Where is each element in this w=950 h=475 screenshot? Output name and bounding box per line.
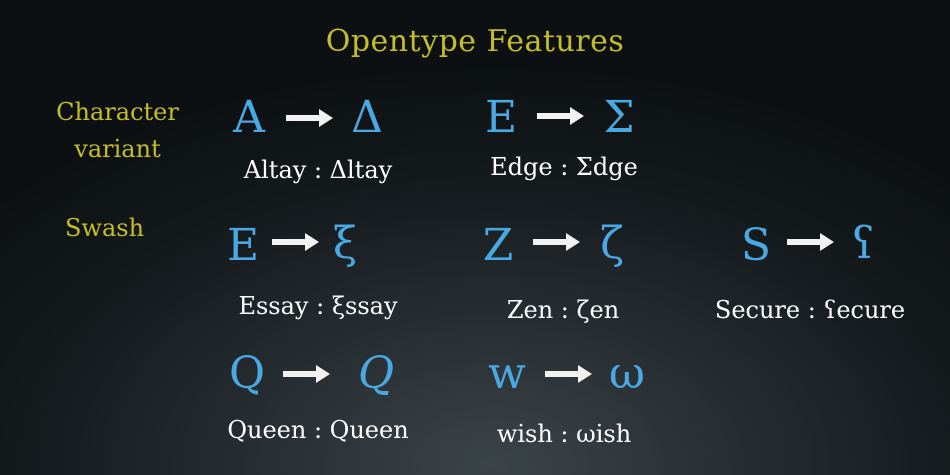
section-label-character-variant: Character variant: [56, 98, 179, 163]
section-label-swash: Swash: [64, 214, 145, 242]
source-glyph-S: S: [740, 220, 772, 271]
source-glyph-E: E: [484, 92, 518, 143]
arrow-icon: [283, 364, 331, 388]
example-essay: Essay : ξssay: [238, 292, 398, 320]
arrow-icon: [537, 106, 585, 130]
target-glyph-omega: ω: [609, 348, 645, 399]
example-altay: Altay : Δltay: [243, 156, 393, 184]
page-title: Opentype Features: [325, 24, 625, 59]
arrow-icon: [533, 232, 581, 256]
source-glyph-Q: Q: [228, 348, 266, 399]
example-wish: wish : ωish: [496, 420, 632, 448]
example-secure: Secure : ʕecure: [714, 296, 906, 324]
source-glyph-w: w: [488, 348, 526, 399]
target-glyph-swash-s: ʕ: [851, 218, 875, 269]
example-zen: Zen : ζen: [506, 296, 620, 324]
example-queen: Queen : Queen: [227, 416, 409, 444]
source-glyph-A: A: [233, 92, 265, 143]
arrow-icon: [545, 364, 593, 388]
source-glyph-E: E: [226, 220, 260, 271]
target-glyph-swash-q: Q: [357, 348, 395, 399]
arrow-icon: [787, 232, 835, 256]
target-glyph-zeta: ζ: [600, 218, 624, 269]
target-glyph-xi: ξ: [332, 218, 358, 269]
example-edge: Edge : Σdge: [490, 153, 638, 181]
target-glyph-delta: Δ: [351, 92, 383, 143]
arrow-icon: [286, 108, 334, 132]
source-glyph-Z: Z: [482, 220, 514, 271]
arrow-icon: [272, 232, 320, 256]
target-glyph-sigma: Σ: [603, 92, 635, 143]
